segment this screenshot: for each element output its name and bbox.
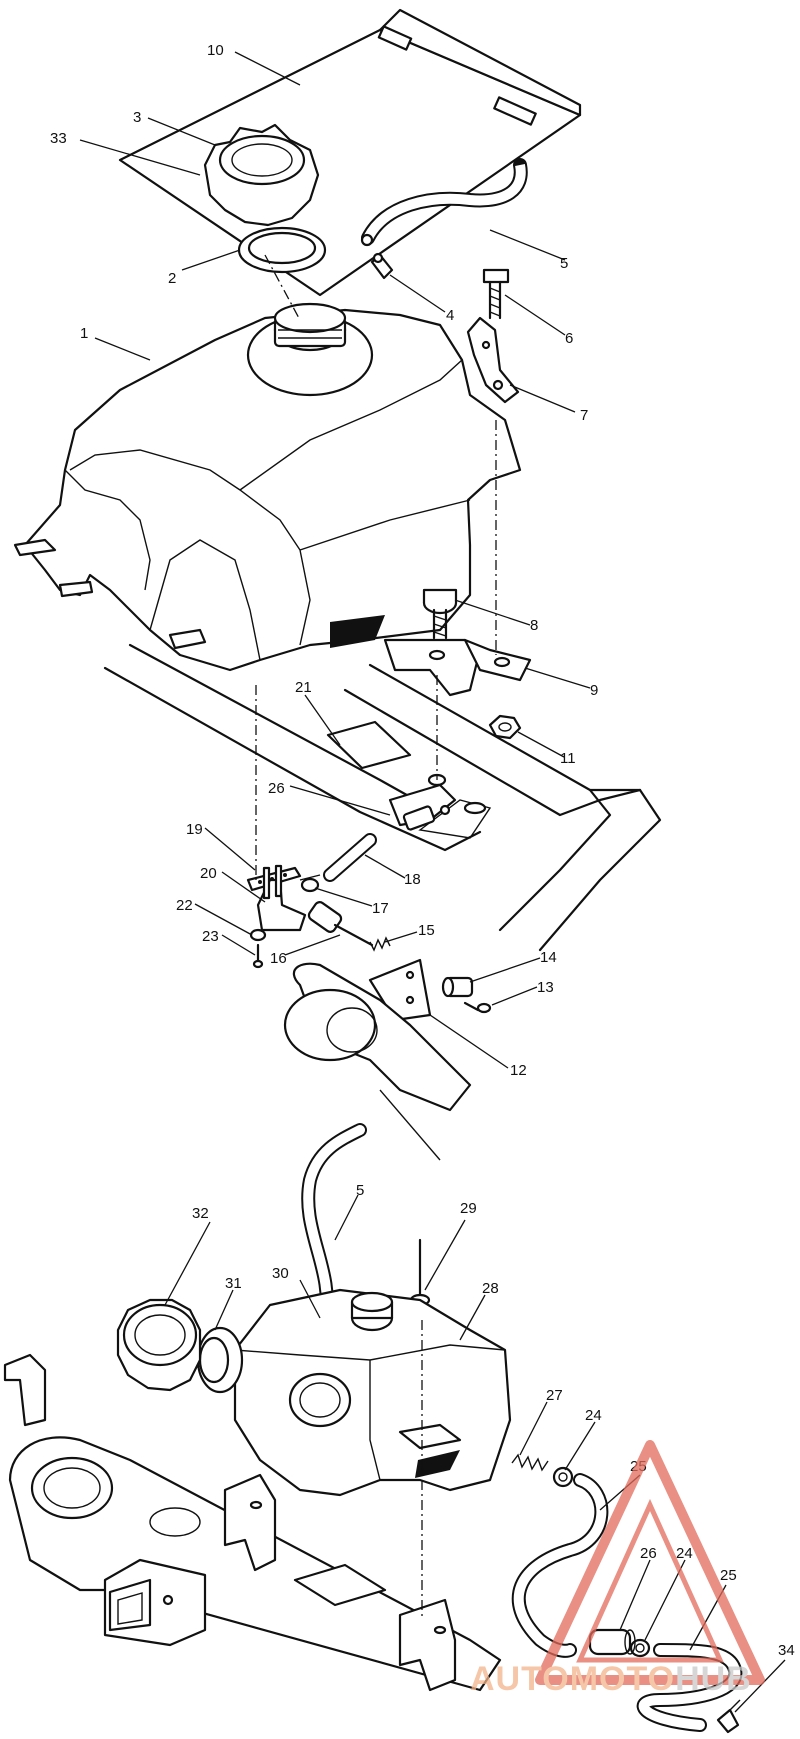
reservoir-tank-part-28: [233, 1288, 512, 1497]
callout-10: 10: [207, 42, 224, 59]
vent-hose-part-5-lower: [301, 1123, 367, 1327]
petcock-part-26-upper: [388, 783, 457, 831]
callout-27: 27: [546, 1387, 563, 1404]
frame-tube-part-12: [283, 962, 472, 1161]
valve-assembly-part-20: [256, 864, 321, 932]
callout-7: 7: [580, 407, 588, 424]
callout-2: 2: [168, 270, 176, 287]
pin-part-14: [441, 976, 474, 998]
callout-1: 1: [80, 325, 88, 342]
watermark-logo: AUTOMOTOHUB: [470, 1440, 765, 1698]
callout-31: 31: [225, 1275, 242, 1292]
callout-19: 19: [186, 821, 203, 838]
screw-part-23: [252, 943, 264, 969]
leader-lines: [79, 51, 786, 1713]
callout-15: 15: [418, 922, 435, 939]
callout-28: 28: [482, 1280, 499, 1297]
clamp-part-34: [716, 1699, 741, 1734]
callout-30: 30: [272, 1265, 289, 1282]
fuel-tank-part-1: [13, 302, 522, 672]
callout-8: 8: [530, 617, 538, 634]
callout-24-lower: 24: [676, 1545, 693, 1562]
callout-23: 23: [202, 928, 219, 945]
mount-bracket-part-9: [383, 638, 532, 697]
spring-part-15: [369, 936, 391, 952]
callout-29: 29: [460, 1200, 477, 1217]
frame-rails-upper: [103, 643, 662, 952]
neck-ring-part-31: [196, 1326, 244, 1394]
callout-5-lower: 5: [356, 1182, 364, 1199]
watermark-text-hub: HUB: [675, 1660, 752, 1698]
alignment-lines: [255, 254, 497, 1620]
rear-frame-lower: [3, 1353, 502, 1692]
callout-21: 21: [295, 679, 312, 696]
callout-6: 6: [565, 330, 573, 347]
bolt-part-8: [422, 588, 458, 640]
callout-14: 14: [540, 949, 557, 966]
callout-13: 13: [537, 979, 554, 996]
callout-labels: 10 33 3 2 1 5 4 6 7 8 9 11 21 26 19 18 2…: [50, 42, 795, 1659]
clamp-part-24-upper: [552, 1466, 574, 1488]
callout-9: 9: [590, 682, 598, 699]
callout-17: 17: [372, 900, 389, 917]
callout-24-upper: 24: [585, 1407, 602, 1424]
watermark-triangle-icon: [535, 1440, 765, 1685]
vent-hose-part-5-top: [360, 158, 528, 247]
filter-part-26-lower: [588, 1628, 636, 1656]
callout-26-lower: 26: [640, 1545, 657, 1562]
gasket-ring-part-2: [237, 226, 327, 274]
callout-16: 16: [270, 950, 287, 967]
svg-text:AUTOMOTOHUB: AUTOMOTOHUB: [470, 1660, 752, 1698]
callout-22: 22: [176, 897, 193, 914]
callout-20: 20: [200, 865, 217, 882]
hose-part-16: [307, 901, 374, 947]
washer-part-22: [249, 928, 267, 942]
top-plate-part-10: [118, 8, 582, 297]
callout-12: 12: [510, 1062, 527, 1079]
callout-3: 3: [133, 109, 141, 126]
fuel-cap-part-3: [203, 123, 320, 227]
callout-32: 32: [192, 1205, 209, 1222]
watermark-text-automoto: AUTOMOTO: [470, 1660, 675, 1698]
callout-33: 33: [50, 130, 67, 147]
callout-5-top: 5: [560, 255, 568, 272]
bracket-part-7: [466, 316, 520, 404]
screw-part-13: [463, 1001, 492, 1014]
callout-26-top: 26: [268, 780, 285, 797]
fuel-hose-part-18: [323, 833, 377, 882]
callout-11: 11: [560, 750, 576, 767]
spring-part-27: [511, 1453, 549, 1472]
callout-34: 34: [778, 1642, 795, 1659]
reservoir-cap-part-32: [116, 1298, 202, 1392]
fitting-part-4: [370, 252, 394, 280]
callout-4: 4: [446, 307, 454, 324]
callout-18: 18: [404, 871, 421, 888]
callout-25-lower: 25: [720, 1567, 737, 1584]
bolt-part-6: [482, 268, 510, 320]
